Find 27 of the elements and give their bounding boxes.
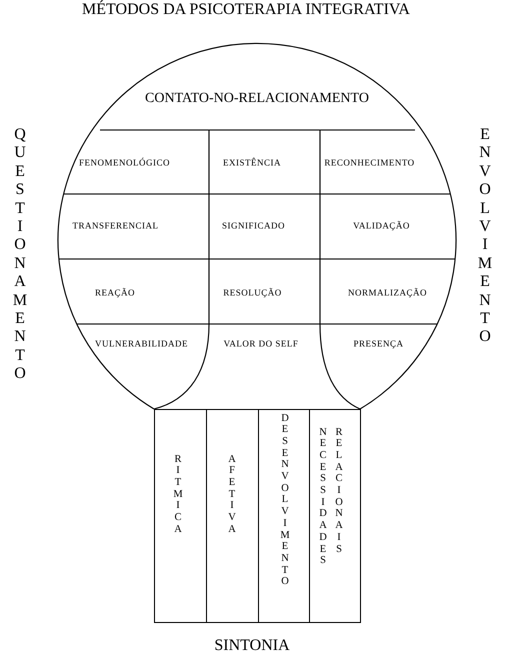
method-label: VALOR DO SELF [224, 338, 298, 350]
diagram-title: MÉTODOS DA PSICOTERAPIA INTEGRATIVA [82, 0, 410, 19]
method-label: PRESENÇA [354, 338, 404, 350]
vertical-label: RITMICA [173, 454, 183, 536]
vertical-label: DESENVOLVIMENTO [280, 412, 290, 588]
column-box [206, 409, 259, 623]
method-label: NORMALIZAÇÃO [348, 288, 427, 298]
method-label: REAÇÃO [95, 288, 135, 298]
method-label: FENOMENOLÓGICO [79, 158, 170, 168]
column-box [258, 409, 310, 623]
center-label: CONTATO-NO-RELACIONAMENTO [145, 91, 369, 107]
vertical-label: AFETIVA [228, 454, 236, 536]
method-label: RECONHECIMENTO [324, 158, 415, 168]
method-label: VALIDAÇÃO [353, 220, 410, 232]
method-label: SIGNIFICADO [222, 220, 285, 232]
column-box [309, 409, 361, 623]
column-box [154, 409, 207, 623]
bottom-label: SINTONIA [214, 637, 290, 656]
method-label: RESOLUÇÃO [223, 288, 282, 298]
vertical-label: QUESTIONAMENTO [12, 126, 28, 384]
method-label: TRANSFERENCIAL [72, 220, 158, 232]
vertical-label: RELACIONAIS [335, 426, 343, 556]
method-label: EXISTÊNCIA [223, 158, 281, 168]
vertical-label: ENVOLVIMENTO [478, 126, 492, 347]
method-label: VULNERABILIDADE [95, 338, 188, 350]
vertical-label: NECESSIDADES [319, 426, 327, 567]
balloon-shape [56, 41, 458, 411]
